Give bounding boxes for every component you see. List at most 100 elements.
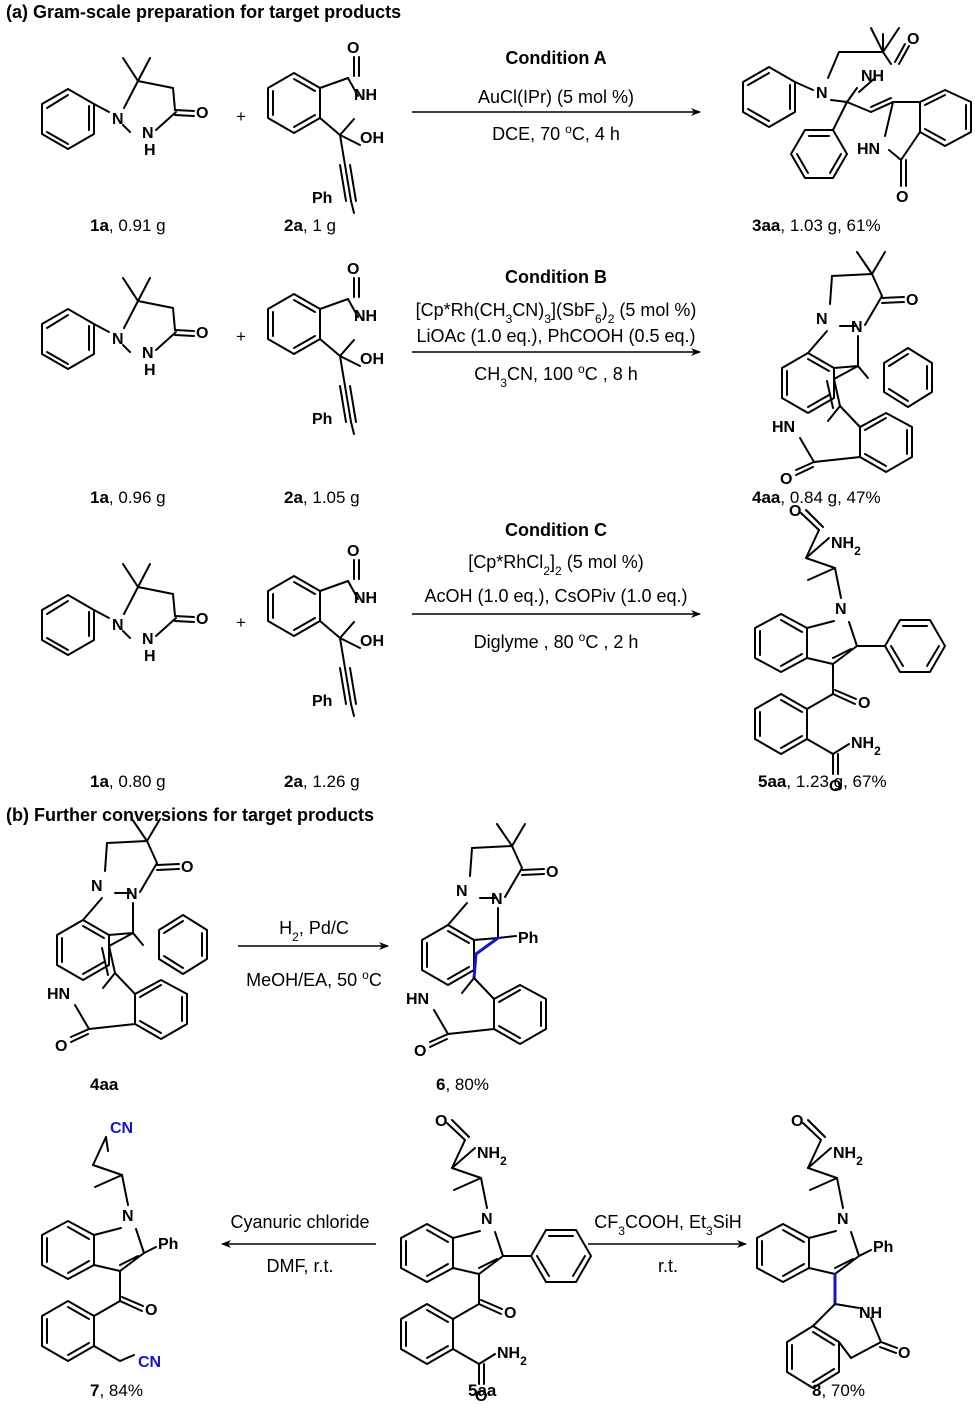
label-1a-row1: 1a, 0.91 g: [90, 216, 166, 235]
svg-text:NH: NH: [859, 1305, 882, 1322]
svg-text:Ph: Ph: [158, 1236, 178, 1253]
reactant-1a-row3: N N H O: [41, 563, 208, 665]
svg-text:NH: NH: [861, 68, 884, 85]
product-7: N Ph CN O CN: [41, 1120, 178, 1371]
svg-text:OH: OH: [360, 633, 384, 650]
svg-text:N: N: [456, 883, 468, 900]
svg-text:Ph: Ph: [518, 930, 538, 947]
svg-text:N: N: [816, 85, 828, 102]
svg-text:O: O: [475, 1388, 487, 1405]
condition-a-line1: AuCl(IPr) (5 mol %): [478, 87, 634, 107]
svg-text:N: N: [816, 311, 828, 328]
product-3aa: N O NH HN O: [742, 27, 972, 206]
svg-text:O: O: [898, 1345, 910, 1362]
condition-b-title: Condition B: [505, 267, 607, 287]
label-4aa: 4aa, 0.84 g, 47%: [752, 488, 881, 507]
svg-text:O: O: [546, 864, 558, 881]
svg-text:O: O: [196, 325, 208, 342]
svg-text:N: N: [91, 878, 103, 895]
svg-text:N: N: [491, 891, 503, 908]
svg-text:O: O: [435, 1113, 447, 1130]
svg-text:O: O: [780, 471, 792, 488]
condition-c-line1: [Cp*RhCl2]2 (5 mol %): [468, 552, 643, 578]
svg-text:N: N: [481, 1211, 493, 1228]
conversion-2-reagents: Cyanuric chloride: [230, 1212, 369, 1232]
label-4aa-b: 4aa: [90, 1075, 119, 1094]
product-4aa: N N O: [781, 251, 933, 414]
svg-text:O: O: [145, 1302, 157, 1319]
svg-text:Ph: Ph: [312, 693, 332, 710]
svg-text:O: O: [906, 292, 918, 309]
svg-text:OH: OH: [360, 130, 384, 147]
svg-text:NH2: NH2: [497, 1345, 527, 1368]
svg-text:NH: NH: [354, 590, 377, 607]
reactant-1a-row2: N N H O: [41, 277, 208, 379]
svg-text:O: O: [55, 1038, 67, 1055]
svg-text:O: O: [347, 40, 359, 57]
label-8: 8, 70%: [812, 1381, 865, 1400]
svg-text:Ph: Ph: [873, 1239, 893, 1256]
compound-4aa-b-tail: HN O: [47, 932, 188, 1055]
svg-text:HN: HN: [857, 141, 880, 158]
conversion-3-reagents: CF3COOH, Et3SiH: [594, 1212, 741, 1238]
product-4aa-tail: HN O: [772, 365, 913, 488]
label-6: 6, 80%: [436, 1075, 489, 1094]
conversion-1-conditions: MeOH/EA, 50 oC: [246, 968, 382, 990]
svg-text:H: H: [144, 142, 156, 159]
svg-text:N: N: [126, 886, 138, 903]
reactant-2a-row3: O NH OH Ph: [267, 543, 384, 717]
condition-a-title: Condition A: [505, 48, 606, 68]
compound-4aa-b: N N O: [56, 818, 208, 981]
label-3aa: 3aa, 1.03 g, 61%: [752, 216, 881, 235]
svg-text:N: N: [122, 1208, 134, 1225]
condition-b-line1: [Cp*Rh(CH3CN)3](SbF6)2 (5 mol %): [416, 300, 697, 326]
svg-text:N: N: [142, 345, 154, 362]
section-a-title: (a) Gram-scale preparation for target pr…: [6, 2, 401, 22]
label-5aa-b: 5aa: [468, 1381, 497, 1400]
svg-text:O: O: [347, 543, 359, 560]
section-b-title: (b) Further conversions for target produ…: [6, 805, 374, 825]
conversion-1-reagents: H2, Pd/C: [279, 918, 349, 944]
reactant-1a-row1: N N H O: [41, 57, 208, 159]
svg-text:H: H: [144, 648, 156, 665]
svg-text:O: O: [789, 503, 801, 520]
svg-text:O: O: [858, 695, 870, 712]
svg-text:NH2: NH2: [831, 535, 861, 558]
svg-text:N: N: [112, 617, 124, 634]
svg-text:NH2: NH2: [833, 1145, 863, 1168]
label-1a-row2: 1a, 0.96 g: [90, 488, 166, 507]
svg-text:NH: NH: [354, 87, 377, 104]
plus-sign-2: +: [236, 327, 246, 346]
condition-c-line2: AcOH (1.0 eq.), CsOPiv (1.0 eq.): [424, 586, 687, 606]
svg-text:O: O: [504, 1305, 516, 1322]
svg-text:O: O: [196, 611, 208, 628]
svg-text:N: N: [112, 331, 124, 348]
svg-text:O: O: [196, 105, 208, 122]
condition-c-title: Condition C: [505, 520, 607, 540]
label-2a-row2: 2a, 1.05 g: [284, 488, 360, 507]
svg-text:O: O: [414, 1043, 426, 1060]
product-6: N N O Ph: [421, 823, 558, 986]
product-8: N Ph O NH2 NH O: [756, 1113, 910, 1389]
svg-text:O: O: [791, 1113, 803, 1130]
condition-b-line2: LiOAc (1.0 eq.), PhCOOH (0.5 eq.): [416, 326, 695, 346]
label-5aa-row3: 5aa, 1.23 g, 67%: [758, 772, 887, 791]
svg-text:N: N: [851, 319, 863, 336]
svg-text:N: N: [835, 601, 847, 618]
svg-text:O: O: [907, 31, 919, 48]
condition-a-line2: DCE, 70 oC, 4 h: [492, 122, 620, 144]
svg-text:O: O: [347, 261, 359, 278]
svg-text:N: N: [142, 125, 154, 142]
plus-sign-1: +: [236, 107, 246, 126]
product-5aa-row3: N O NH2 O NH2 O: [754, 503, 946, 795]
conversion-3-conditions: r.t.: [658, 1256, 678, 1276]
svg-text:N: N: [142, 631, 154, 648]
svg-text:HN: HN: [406, 991, 429, 1008]
svg-text:NH2: NH2: [851, 735, 881, 758]
label-1a-row3: 1a, 0.80 g: [90, 772, 166, 791]
product-6-tail: HN O: [406, 977, 547, 1060]
label-2a-row3: 2a, 1.26 g: [284, 772, 360, 791]
compound-5aa-b: N O NH2 O NH2 O: [400, 1113, 592, 1405]
svg-text:CN: CN: [110, 1120, 133, 1137]
condition-b-line3: CH3CN, 100 oC , 8 h: [474, 362, 637, 390]
